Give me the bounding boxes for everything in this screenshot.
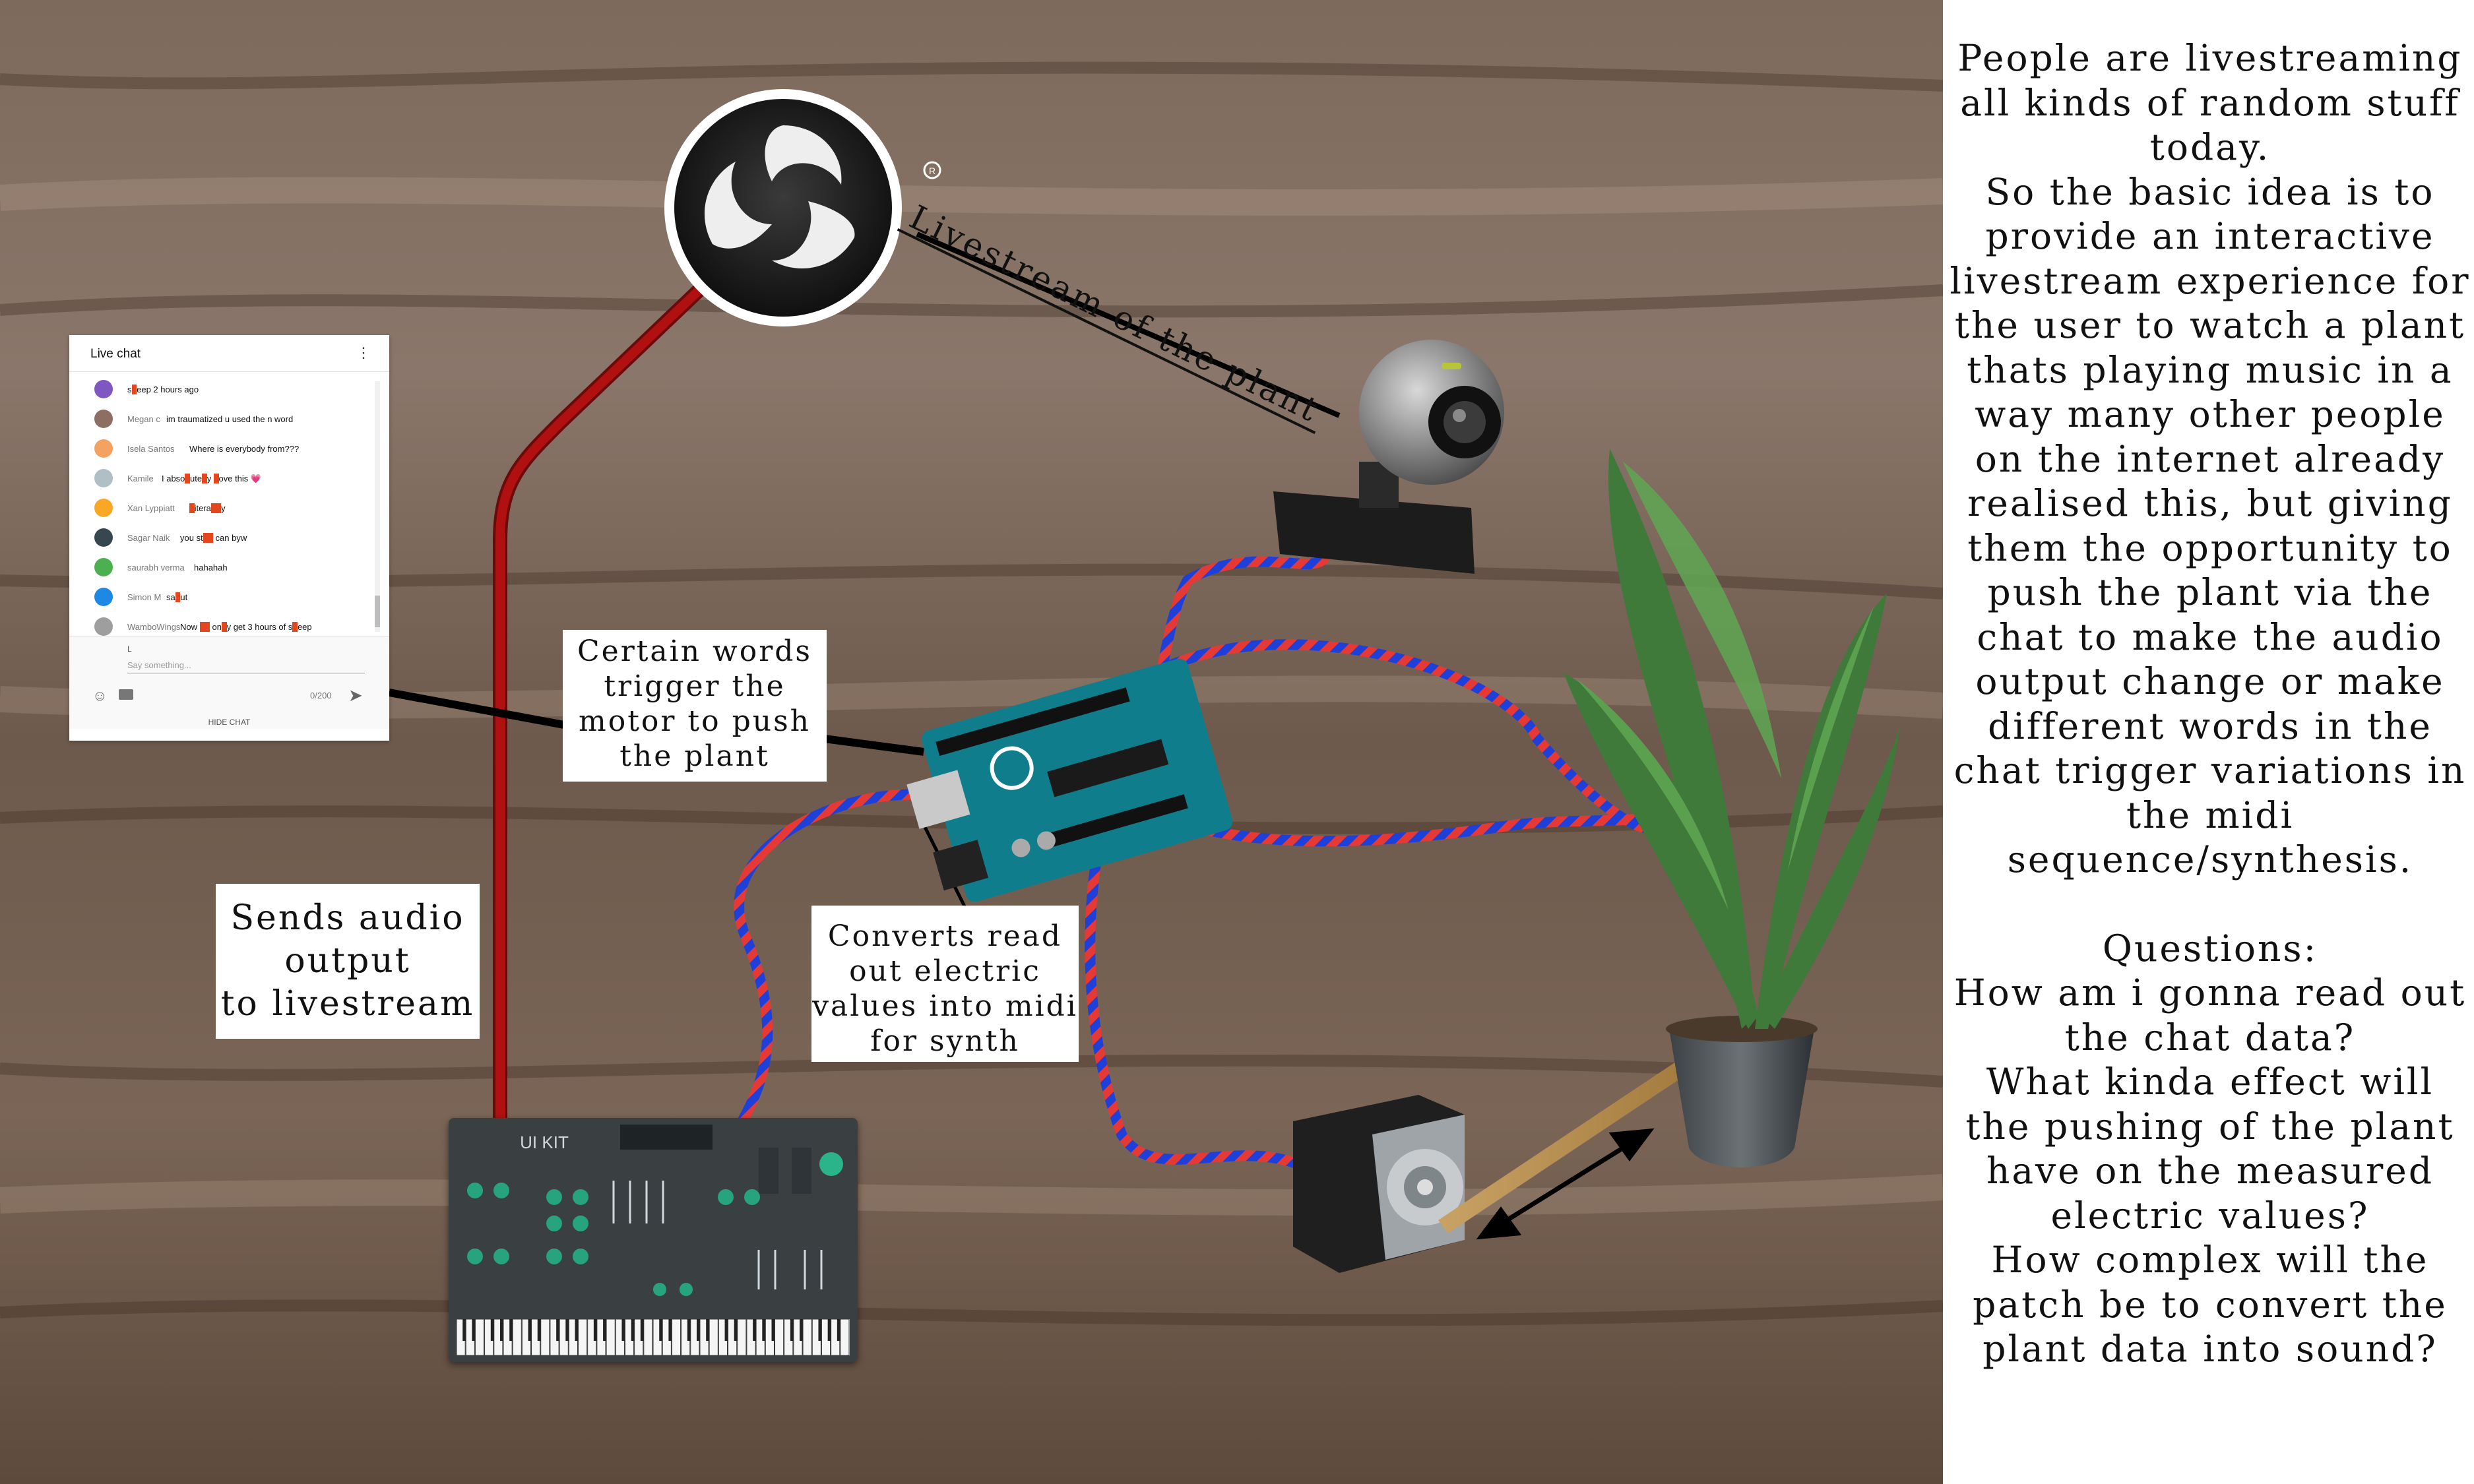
- chat-message: Megan c im traumatized u used the n word: [89, 406, 366, 432]
- converts-midi-label: Converts read out electric values into m…: [811, 906, 1079, 1062]
- synth-keyboard: [456, 1318, 850, 1356]
- avatar[interactable]: [94, 439, 113, 458]
- chat-to-arduino-line: [388, 689, 569, 729]
- chat-message: saurabh verma hahahah: [89, 554, 366, 580]
- chat-author: WamboWings: [127, 622, 181, 632]
- white-key: [540, 1318, 550, 1356]
- avatar[interactable]: [94, 528, 113, 547]
- chat-title: Live chat: [90, 347, 141, 361]
- push-direction-arrow: [1476, 1128, 1655, 1240]
- send-icon[interactable]: ➤: [348, 685, 363, 705]
- chat-text: Now on y get 3 hours of s eep: [180, 622, 312, 632]
- synth-controls: [467, 1125, 843, 1296]
- avatar[interactable]: [94, 617, 113, 636]
- white-key: [737, 1318, 747, 1356]
- synth-ui-kit-image: UI KIT: [449, 1118, 858, 1362]
- obs-logo: R: [664, 89, 941, 326]
- chat-input-username: L: [127, 644, 132, 654]
- white-key: [671, 1318, 682, 1356]
- avatar[interactable]: [94, 558, 113, 576]
- avatar[interactable]: [94, 380, 113, 398]
- avatar[interactable]: [94, 499, 113, 517]
- avatar[interactable]: [94, 410, 113, 428]
- chat-input-area: L Say something... ☺ 0/200 ➤: [69, 636, 389, 729]
- char-counter: 0/200: [310, 691, 332, 700]
- chat-message: Simon M sa ut: [89, 584, 366, 610]
- questions-paragraph: Questions: How am i gonna read out the c…: [1953, 927, 2467, 1371]
- chat-message: Sagar Naik you st can byw: [89, 524, 366, 551]
- white-key: [512, 1318, 522, 1356]
- chat-author: saurabh verma: [127, 563, 185, 572]
- stepper-motor-image: [1293, 1095, 1465, 1273]
- chat-author: Sagar Naik: [127, 533, 170, 543]
- plant-image: [1564, 448, 1900, 1167]
- hide-chat-button[interactable]: HIDE CHAT: [208, 718, 251, 727]
- white-key: [606, 1318, 616, 1356]
- super-chat-icon[interactable]: [119, 689, 133, 700]
- more-vert-icon[interactable]: ⋮: [356, 344, 371, 361]
- white-key: [577, 1318, 588, 1356]
- white-key: [474, 1318, 485, 1356]
- chat-author: Xan Lyppiatt: [127, 503, 175, 513]
- emoji-icon[interactable]: ☺: [92, 687, 108, 704]
- chat-scrollbar-thumb[interactable]: [375, 596, 380, 627]
- chat-text: s eep 2 hours ago: [127, 385, 199, 394]
- webcam-image: [1273, 340, 1504, 574]
- white-key: [802, 1318, 812, 1356]
- chat-message: Xan Lyppiatt itera y: [89, 495, 366, 521]
- avatar[interactable]: [94, 588, 113, 606]
- white-key: [774, 1318, 784, 1356]
- chat-author: Simon M: [127, 592, 162, 602]
- chat-author: Isela Santos: [127, 444, 175, 454]
- chat-message-input[interactable]: Say something...: [127, 660, 365, 673]
- chat-message: s eep 2 hours ago: [89, 376, 366, 402]
- chat-scrollbar-track[interactable]: [375, 381, 380, 632]
- idea-paragraph: People are livestreaming all kinds of ra…: [1950, 37, 2471, 881]
- chat-text: sa ut: [166, 592, 188, 602]
- description-panel: [1943, 0, 2474, 1484]
- chat-text: hahahah: [194, 563, 228, 572]
- chat-text: itera y: [189, 503, 226, 513]
- arduino-board-image: [906, 658, 1233, 902]
- words-trigger-label: Certain words trigger the motor to push …: [563, 630, 827, 782]
- synth-title: UI KIT: [520, 1132, 569, 1152]
- avatar[interactable]: [94, 469, 113, 487]
- chat-message: Kamile I abso ute y ove this 💗: [89, 465, 366, 491]
- chat-header: Live chat ⋮: [69, 335, 389, 372]
- chat-author: Kamile: [127, 474, 154, 483]
- chat-text: im traumatized u used the n word: [166, 414, 294, 424]
- chat-text: I abso ute y ove this 💗: [162, 474, 262, 483]
- description-text: People are livestreaming all kinds of ra…: [1946, 36, 2474, 1372]
- sends-audio-label: Sends audio output to livestream: [216, 884, 480, 1039]
- white-key: [709, 1318, 718, 1356]
- white-key: [643, 1318, 653, 1356]
- chat-message: Isela Santos Where is everybody from???: [89, 435, 366, 462]
- chat-author: Megan c: [127, 414, 160, 424]
- white-key: [840, 1318, 850, 1356]
- svg-text:R: R: [929, 166, 936, 176]
- chat-text: you st can byw: [180, 533, 247, 543]
- chat-text: Where is everybody from???: [189, 444, 300, 454]
